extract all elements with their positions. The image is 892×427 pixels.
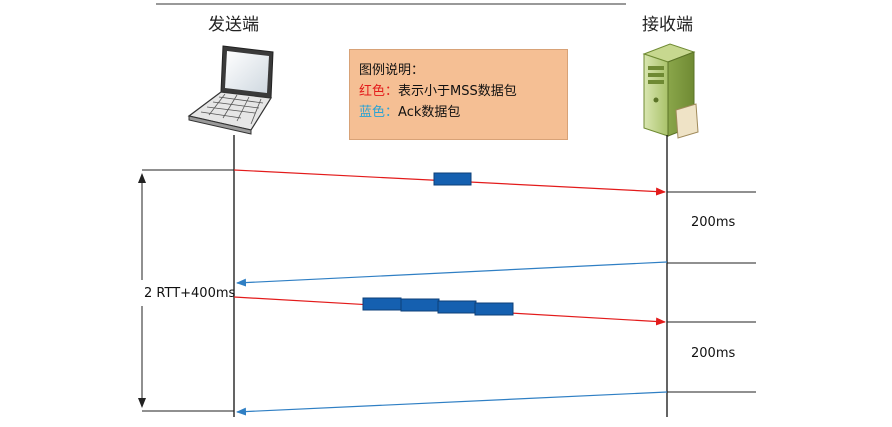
packet-block <box>362 297 402 311</box>
ack-arrow-1 <box>236 261 668 287</box>
sender-title: 发送端 <box>208 15 259 35</box>
total-time-bracket <box>138 169 234 412</box>
laptop-icon <box>187 45 274 135</box>
delay-label-2: 200ms <box>691 346 736 361</box>
total-time-label: 2 RTT+400ms <box>144 286 236 301</box>
packet-block <box>437 300 477 314</box>
packet-block <box>433 172 472 186</box>
legend-red-sep: ： <box>385 84 399 99</box>
ack-arrow-2 <box>236 391 668 416</box>
packet-group-2 <box>362 297 514 316</box>
legend-box: 图例说明： 红色：表示小于MSS数据包 蓝色：Ack数据包 <box>349 49 568 140</box>
delay-markers <box>667 191 756 393</box>
legend-blue-key: 蓝色 <box>359 105 386 120</box>
packet-block <box>474 302 514 316</box>
legend-heading: 图例说明： <box>359 63 425 78</box>
legend-blue-sep: ： <box>385 105 399 120</box>
legend-red-key: 红色 <box>359 84 386 99</box>
legend-blue-desc: Ack数据包 <box>398 105 461 120</box>
legend-blue-row: 蓝色：Ack数据包 <box>359 102 567 123</box>
receiver-title: 接收端 <box>642 15 693 35</box>
packet-block <box>400 298 440 312</box>
packet-group-1 <box>433 172 472 186</box>
delay-label-1: 200ms <box>691 215 736 230</box>
server-icon <box>642 43 699 139</box>
legend-red-row: 红色：表示小于MSS数据包 <box>359 81 567 102</box>
legend-red-desc: 表示小于MSS数据包 <box>398 84 517 99</box>
